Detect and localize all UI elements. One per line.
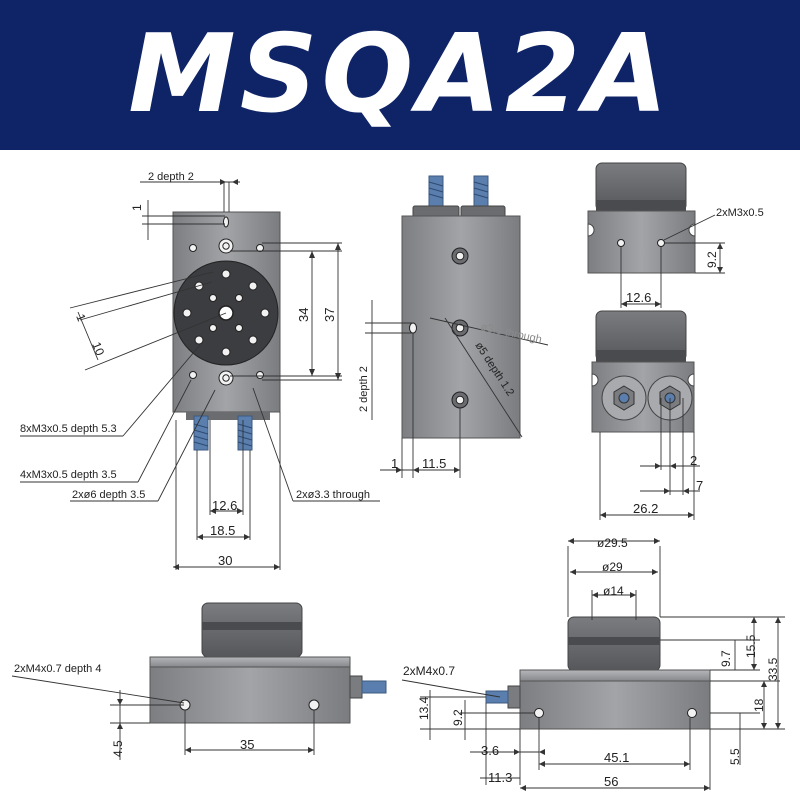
dim-37: 37	[322, 308, 337, 322]
bl-nut	[349, 675, 363, 699]
dim-1-side: 1	[391, 456, 398, 471]
bl-cap-band	[202, 622, 302, 630]
dim-10-angle: 10	[89, 340, 107, 358]
br-plate	[519, 669, 711, 682]
label-tap-m4-left: 2xM4x0.7 depth 4	[14, 663, 101, 675]
label-tap-m4-right: 2xM4x0.7	[403, 664, 455, 678]
front-tap-holes-4	[209, 294, 243, 332]
dim-9-7: 9.7	[719, 650, 733, 667]
mr-ring	[596, 350, 686, 362]
front-tap-holes-8	[182, 269, 270, 357]
top-right-view	[587, 162, 696, 274]
tr-body	[587, 210, 696, 274]
bottom-right-view	[485, 616, 711, 730]
tr-slot-left	[587, 223, 595, 237]
dim-30: 30	[218, 553, 232, 568]
bl-plate	[149, 656, 351, 668]
dim-1-angle: 1	[73, 312, 89, 324]
dim-5-5: 5.5	[728, 748, 742, 765]
dim-3-6: 3.6	[481, 743, 499, 758]
label-tap-8: 8xM3x0.5 depth 5.3	[20, 423, 117, 435]
front-base-strip	[186, 412, 270, 420]
technical-drawing: 2 depth 2 1 1 10 34 37 8xM3x0.5 depth 5.…	[11, 162, 785, 791]
br-nut	[507, 685, 521, 709]
label-hole-6: 2xø6 depth 3.5	[72, 489, 145, 501]
dim-56: 56	[604, 774, 618, 789]
mr-dimensions	[599, 398, 700, 520]
side-holes	[409, 247, 469, 409]
dim-18-5: 18.5	[210, 523, 235, 538]
dim-1-top: 1	[130, 204, 144, 211]
dim-45-1: 45.1	[604, 750, 629, 765]
label-depth2-side: 2 depth 2	[358, 366, 370, 412]
br-body	[519, 680, 711, 730]
dim-11-3: 11.3	[488, 770, 512, 785]
side-view-dimensions	[365, 300, 549, 478]
bl-body	[149, 666, 351, 724]
bl-screw	[361, 680, 387, 694]
dim-4-5: 4.5	[111, 740, 125, 757]
dim-14: ø14	[603, 584, 624, 598]
dim-13-4: 13.4	[417, 696, 431, 720]
dim-7-mr: 7	[696, 478, 703, 493]
dim-29-5: ø29.5	[597, 536, 628, 550]
dim-12-6-front: 12.6	[212, 498, 237, 513]
tr-ring	[596, 200, 686, 212]
dim-34: 34	[296, 308, 311, 322]
dim-18: 18	[752, 698, 766, 712]
dim-15-5: 15.5	[744, 634, 758, 658]
dim-11-5: 11.5	[422, 456, 446, 471]
dim-26-2: 26.2	[633, 501, 658, 516]
bottom-left-view	[149, 602, 387, 724]
dim-12-6-tr: 12.6	[626, 290, 651, 305]
label-tap-m3-side: 2xM3x0.5	[716, 207, 764, 219]
dim-33-5: 33.5	[766, 657, 780, 681]
dim-9-2-br: 9.2	[451, 709, 465, 726]
front-view	[172, 211, 281, 451]
middle-right-view	[591, 310, 695, 433]
dim-9-2-tr: 9.2	[705, 251, 719, 268]
dim-35: 35	[240, 737, 254, 752]
side-view	[401, 175, 521, 439]
br-cap-band	[568, 637, 660, 645]
label-hole-33: 2xø3.3 through	[296, 489, 370, 501]
dim-29: ø29	[602, 560, 623, 574]
title-banner: MSQA2A	[0, 0, 800, 150]
front-view-dimensions	[20, 181, 380, 570]
page-title: MSQA2A	[128, 12, 672, 137]
dim-2-mr: 2	[690, 453, 697, 468]
label-depth2-top: 2 depth 2	[148, 171, 194, 183]
front-body-holes	[189, 216, 264, 386]
br-screw	[485, 690, 509, 704]
label-tap-4: 4xM3x0.5 depth 3.5	[20, 469, 117, 481]
